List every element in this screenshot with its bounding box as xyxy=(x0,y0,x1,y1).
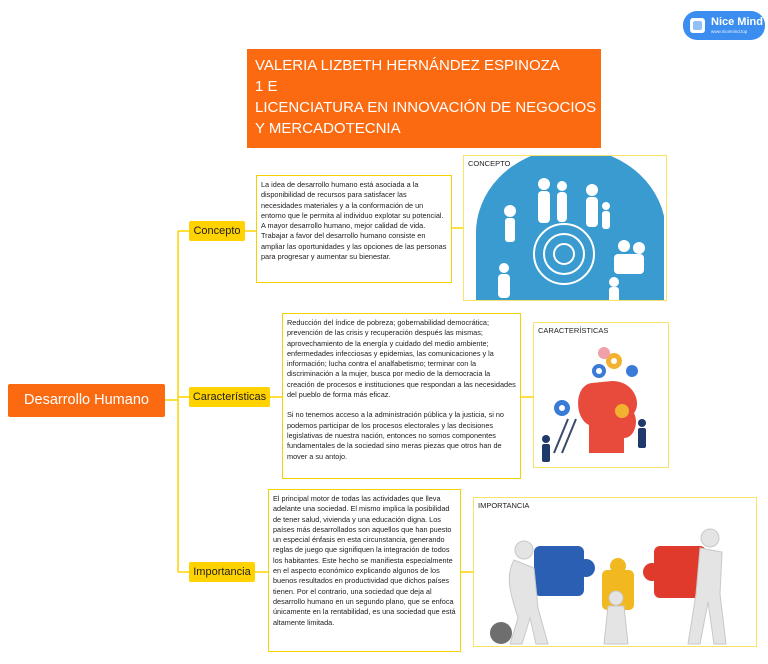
root-node[interactable]: Desarrollo Humano xyxy=(8,384,165,417)
importancia-text-node[interactable]: El principal motor de todas las activida… xyxy=(268,489,461,652)
puzzle-people-illustration xyxy=(508,528,727,645)
concepto-image-node[interactable]: CONCEPTO xyxy=(463,155,667,301)
importancia-image-node[interactable]: IMPORTANCIA xyxy=(473,497,757,647)
title-line-3: LICENCIATURA EN INNOVACIÓN DE NEGOCIOS xyxy=(255,99,597,116)
nice-mind-badge[interactable]: Nice Mind www.nicemind.top xyxy=(683,11,765,40)
caracteristicas-paragraph-2: Si no tenemos acceso a la administración… xyxy=(287,410,504,461)
concepto-image-label: CONCEPTO xyxy=(468,159,511,168)
title-node[interactable]: VALERIA LIZBETH HERNÁNDEZ ESPINOZA 1 E L… xyxy=(247,49,601,148)
title-line-4: Y MERCADOTECNIA xyxy=(255,120,401,137)
title-line-2: 1 E xyxy=(255,78,278,95)
caracteristicas-paragraph-1: Reducción del índice de pobreza; goberna… xyxy=(287,318,516,400)
branch-concepto[interactable]: Concepto xyxy=(189,221,245,241)
nice-mind-logo-icon xyxy=(690,18,705,33)
reverse-image-search-icon[interactable] xyxy=(490,622,512,644)
caracteristicas-image-label: CARACTERÍSTICAS xyxy=(538,326,609,335)
branch-importancia[interactable]: Importancia xyxy=(189,562,255,582)
gears-head-illustration xyxy=(542,347,646,462)
importancia-image-label: IMPORTANCIA xyxy=(478,501,530,510)
concepto-paragraph: La idea de desarrollo humano está asocia… xyxy=(261,180,447,262)
title-line-1: VALERIA LIZBETH HERNÁNDEZ ESPINOZA xyxy=(255,57,560,74)
caracteristicas-text-node[interactable]: Reducción del índice de pobreza; goberna… xyxy=(282,313,521,479)
human-development-illustration xyxy=(475,156,664,300)
caracteristicas-image-node[interactable]: CARACTERÍSTICAS xyxy=(533,322,669,468)
brand-url: www.nicemind.top xyxy=(711,29,748,34)
importancia-paragraph: El principal motor de todas las activida… xyxy=(273,494,456,627)
branch-caracteristicas[interactable]: Características xyxy=(189,387,270,407)
concepto-text-node[interactable]: La idea de desarrollo humano está asocia… xyxy=(256,175,452,283)
brand-name: Nice Mind xyxy=(711,16,763,28)
